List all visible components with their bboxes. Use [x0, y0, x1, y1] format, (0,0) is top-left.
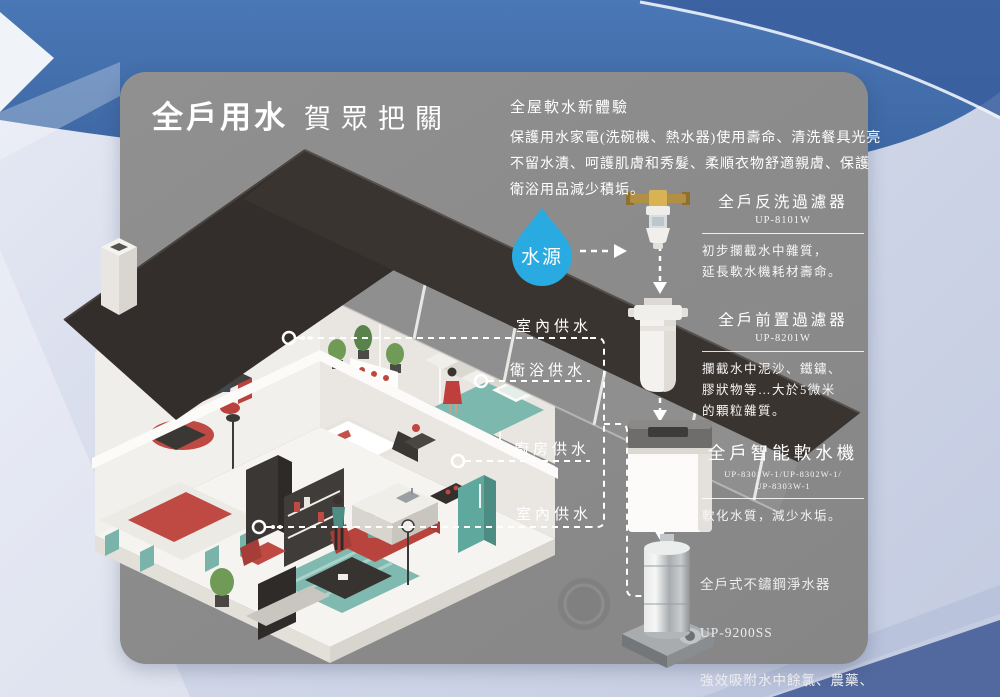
supply-label-indoor-2: 室內供水: [516, 507, 593, 523]
page-title: 全戶用水賀眾把關: [152, 92, 452, 137]
product-4-name: 全戶式不鏽鋼淨水器: [700, 577, 831, 592]
product-2-desc: 攔截水中泥沙、鐵鏽、 膠狀物等…大於5微米 的顆粒雜質。: [702, 362, 843, 418]
dashed-connectors: [266, 337, 650, 597]
bottom-right-wedge: [772, 620, 1000, 697]
product-3-model: UP-8301W-1/UP-8302W-1/ UP-8303W-1: [724, 469, 842, 491]
product-4-image: [622, 534, 714, 668]
product-4-desc: 強效吸附水中餘氯、農藥、 化學藥劑、重金屬等..: [700, 673, 874, 688]
product-2-divider: [702, 351, 864, 352]
product-2-name: 全戶前置過濾器: [718, 312, 848, 329]
product-3-divider: [702, 498, 864, 499]
supply-label-kitchen: 廚房供水: [514, 442, 591, 458]
product-3-text: 全戶智能軟水機 UP-8301W-1/UP-8302W-1/ UP-8303W-…: [702, 440, 864, 527]
intro-body: 保護用水家電(洗碗機、熱水器)使用壽命、清洗餐具光亮不留水漬、呵護肌膚和秀髮、柔…: [510, 131, 882, 198]
page-title-main: 全戶用水: [152, 100, 288, 135]
swoosh-dark: [640, 0, 1000, 116]
supply-line-markers: [251, 330, 489, 535]
product-1-model: UP-8101W: [755, 215, 811, 226]
product-2-model: UP-8201W: [755, 333, 811, 344]
product-1-image: [626, 190, 690, 249]
left-white-wedge: [0, 12, 54, 112]
supply-label-indoor-1: 室內供水: [516, 319, 593, 335]
page-title-script: 賀眾把關: [304, 104, 452, 134]
product-2-image: [628, 298, 688, 392]
product-4-text: 全戶式不鏽鋼淨水器 UP-9200SS 強效吸附水中餘氯、農藥、 化學藥劑、重金…: [700, 549, 886, 697]
product-3-desc: 軟化水質，減少水垢。: [702, 509, 843, 523]
watermark: [558, 578, 610, 630]
product-3-image: [628, 420, 712, 532]
house-illustration: [63, 149, 861, 663]
product-1-divider: [702, 233, 864, 234]
water-source-droplet: [512, 208, 572, 286]
chimney: [101, 238, 137, 315]
supply-label-bathroom: 衛浴供水: [510, 363, 587, 379]
product-3-name: 全戶智能軟水機: [707, 443, 859, 463]
product-2-text: 全戶前置過濾器 UP-8201W 攔截水中泥沙、鐵鏽、 膠狀物等…大於5微米 的…: [702, 308, 864, 422]
product-1-name: 全戶反洗過濾器: [718, 194, 848, 211]
product-4-model: UP-9200SS: [700, 625, 773, 640]
intro-heading: 全屋軟水新體驗: [510, 100, 630, 116]
water-source-label: 水源: [520, 247, 563, 268]
left-light-stripe: [0, 62, 120, 160]
product-1-desc: 初步攔截水中雜質， 延長軟水機耗材壽命。: [702, 244, 843, 279]
swoosh-line: [639, 0, 1000, 120]
product-1-text: 全戶反洗過濾器 UP-8101W 初步攔截水中雜質， 延長軟水機耗材壽命。: [702, 190, 864, 283]
roof-right-slope: [243, 150, 860, 462]
intro-block: 全屋軟水新體驗 保護用水家電(洗碗機、熱水器)使用壽命、清洗餐具光亮不留水漬、呵…: [510, 96, 882, 204]
